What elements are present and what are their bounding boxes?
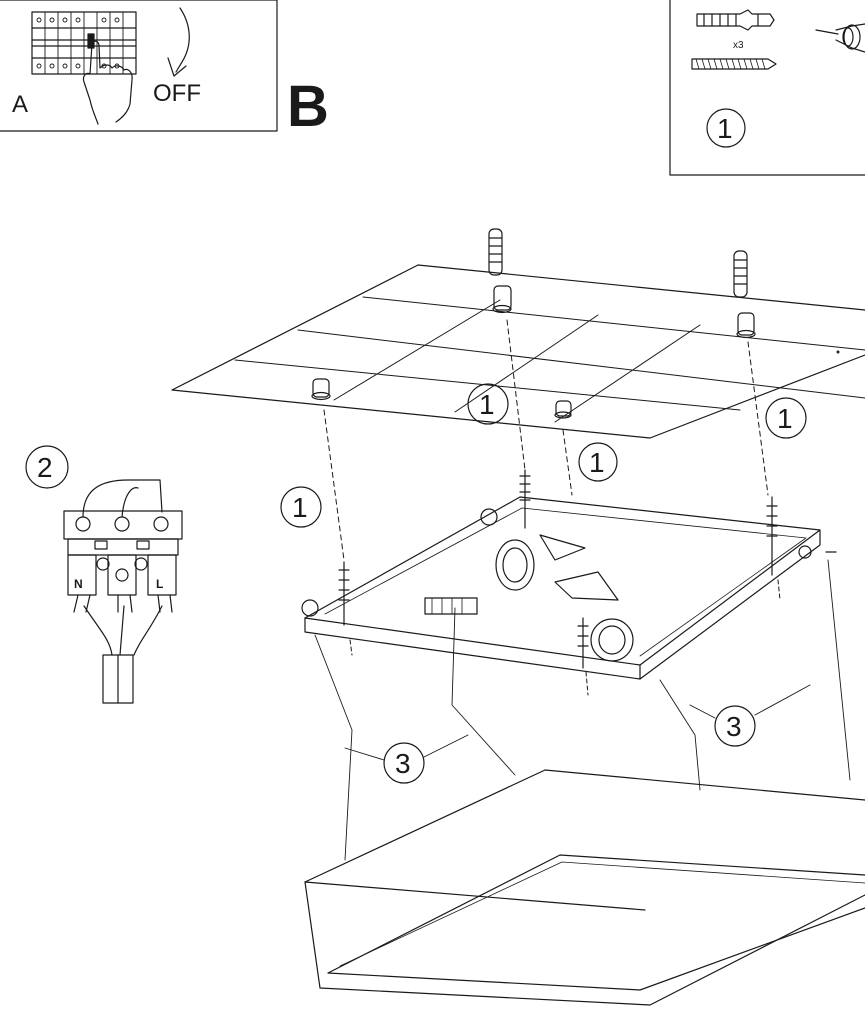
- callout-1-d: 1: [292, 492, 308, 523]
- wall-plug-icon: [696, 9, 775, 31]
- panel-a-breaker: [0, 0, 278, 132]
- drill-icon: [815, 23, 865, 53]
- callout-circles: [25, 383, 807, 784]
- quantity-label: x3: [733, 40, 744, 51]
- callout-3-a: 3: [395, 748, 411, 779]
- ceiling-grid: [171, 264, 865, 439]
- ceiling-plug-c: [311, 378, 331, 401]
- mounting-plate: [301, 496, 837, 680]
- ceiling-plug-d: [554, 400, 572, 419]
- section-b-label: B: [287, 74, 329, 139]
- dowel-2: [733, 250, 748, 298]
- dowel-1: [488, 228, 503, 276]
- callout-3-b: 3: [726, 711, 742, 742]
- terminal-n-label: N: [74, 577, 83, 591]
- guide-lines: [323, 319, 769, 561]
- callout-2: 2: [37, 452, 53, 483]
- parts-step-number: 1: [717, 113, 733, 144]
- callout-1-b: 1: [777, 403, 793, 434]
- off-label: OFF: [153, 80, 201, 107]
- parts-box: [669, 0, 865, 176]
- terminal-l-label: L: [156, 577, 163, 591]
- wiring-terminal-block: [63, 479, 183, 704]
- parts-step-circle: [706, 108, 746, 148]
- plate-screws: [338, 469, 778, 669]
- ceiling-plug-b: [736, 312, 756, 339]
- panel-a-label: A: [12, 91, 28, 118]
- assembly-lines: [314, 559, 851, 861]
- ceiling-plug-a: [492, 285, 512, 314]
- callout-1-a: 1: [479, 389, 495, 420]
- screw-icon: [691, 58, 777, 70]
- lamp-body: [304, 769, 865, 1006]
- callout-1-c: 1: [589, 447, 605, 478]
